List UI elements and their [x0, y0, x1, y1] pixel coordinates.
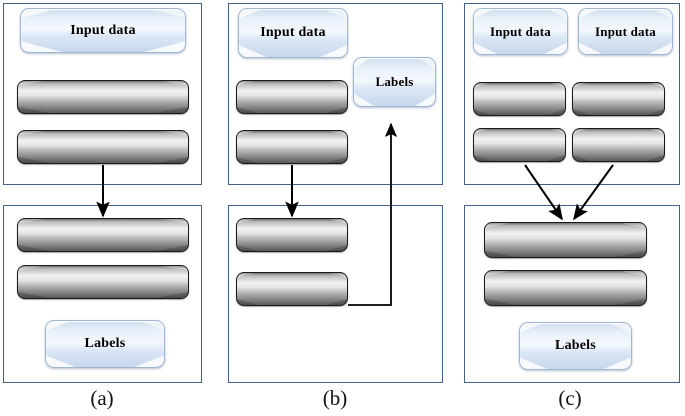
input-data-box-label: Input data — [260, 25, 326, 40]
labels-box-label: Labels — [84, 336, 126, 351]
caption-a: (a) — [90, 386, 114, 410]
hidden-layer-bar-b-target-1 — [236, 272, 348, 306]
input-data-box-label: Input data — [490, 23, 551, 39]
labels-box-a-target-2: Labels — [45, 320, 165, 368]
labels-box-c-target-2: Labels — [519, 322, 632, 370]
hidden-layer-bar-a-target-0 — [17, 218, 189, 252]
input-data-box-label: Input data — [595, 23, 656, 39]
hidden-layer-bar-a-target-1 — [17, 265, 189, 299]
input-data-box-b-source-0: Input data — [238, 8, 348, 58]
input-data-box-c-source-1: Input data — [578, 8, 673, 55]
hidden-layer-bar-c-source-4 — [473, 128, 566, 162]
hidden-layer-bar-c-source-5 — [572, 128, 665, 162]
hidden-layer-bar-c-source-2 — [473, 82, 566, 116]
hidden-layer-bar-a-source-1 — [17, 80, 189, 114]
hidden-layer-bar-b-source-2 — [236, 80, 348, 114]
input-data-box-a-source-0: Input data — [20, 8, 186, 53]
labels-box-label: Labels — [555, 338, 596, 353]
caption-c: (c) — [558, 386, 582, 410]
input-data-box-c-source-0: Input data — [473, 8, 568, 55]
hidden-layer-bar-a-source-2 — [17, 130, 189, 164]
hidden-layer-bar-b-source-3 — [236, 130, 348, 164]
hidden-layer-bar-c-target-0 — [484, 222, 647, 258]
hidden-layer-bar-c-source-3 — [572, 82, 665, 116]
input-data-box-label: Input data — [70, 22, 136, 38]
labels-box-label: Labels — [375, 74, 414, 89]
caption-b: (b) — [322, 386, 348, 410]
labels-box-b-source-1: Labels — [353, 57, 436, 107]
hidden-layer-bar-b-target-0 — [236, 218, 348, 252]
hidden-layer-bar-c-target-1 — [484, 270, 647, 306]
